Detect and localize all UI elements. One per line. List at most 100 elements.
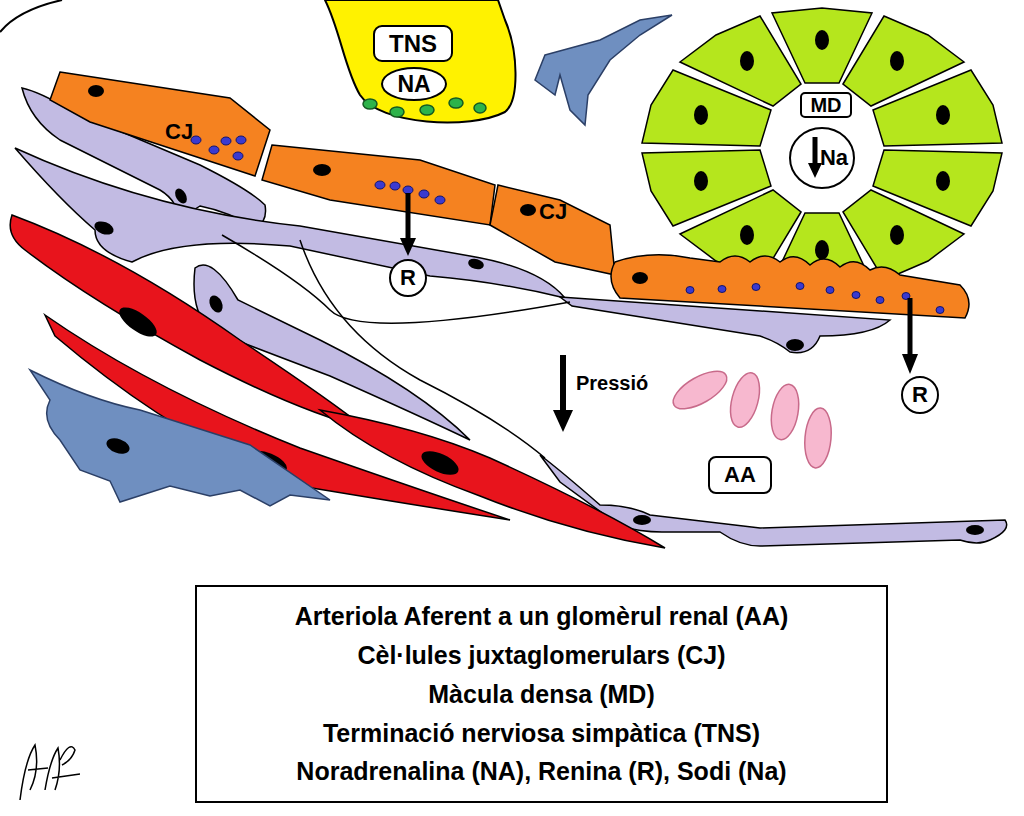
- nucleus: [313, 164, 331, 176]
- nucleus: [936, 171, 950, 191]
- key-line: Màcula densa (MD): [428, 681, 654, 707]
- cell-label: CJ: [165, 121, 193, 143]
- granule: [375, 181, 385, 189]
- node-label: R: [912, 383, 928, 406]
- arrow-shaft: [560, 355, 566, 412]
- md-cell: [873, 70, 1002, 146]
- granule: [236, 136, 246, 144]
- juxtaglomerular-cell: [611, 255, 969, 318]
- granule: [221, 137, 231, 145]
- vesicle: [420, 105, 434, 115]
- granule: [796, 283, 804, 290]
- nucleus: [207, 293, 225, 314]
- nucleus: [815, 30, 829, 50]
- granule: [686, 287, 694, 294]
- tissue-outline: [0, 0, 62, 32]
- node-label: Na: [820, 146, 848, 169]
- label-circle: R: [901, 376, 939, 414]
- juxtaglomerular-cell: [262, 145, 495, 225]
- circle-shape: [790, 128, 854, 188]
- nucleus: [93, 219, 116, 237]
- node-label: AA: [724, 463, 756, 486]
- granule: [876, 297, 884, 304]
- nucleus: [115, 302, 161, 342]
- md-cell: [680, 16, 801, 106]
- juxtaglomerular-cell: [50, 72, 270, 176]
- granule: [902, 293, 910, 300]
- arrow-head: [902, 354, 918, 374]
- key-line: Arteriola Aferent a un glomèrul renal (A…: [295, 603, 789, 629]
- nucleus: [740, 225, 754, 245]
- renin-granules: [191, 136, 944, 314]
- nucleus: [786, 339, 804, 351]
- nucleus: [173, 187, 190, 206]
- vesicle: [363, 99, 377, 109]
- red-blood-cell: [802, 407, 833, 469]
- arrow-shaft: [813, 137, 818, 165]
- circle-shape: [902, 377, 938, 413]
- nucleus: [104, 435, 131, 456]
- key-line: Terminació nerviosa simpàtica (TNS): [323, 720, 760, 746]
- nucleus: [740, 51, 754, 71]
- nucleus: [633, 515, 651, 525]
- circle-shape: [390, 260, 426, 296]
- node-label: MD: [810, 95, 841, 116]
- arrow-head: [808, 163, 822, 178]
- granule: [852, 292, 860, 299]
- key-box: Arteriola Aferent a un glomèrul renal (A…: [195, 585, 888, 803]
- granule: [419, 190, 429, 198]
- granule: [233, 152, 243, 160]
- granule: [826, 287, 834, 294]
- red-blood-cell: [767, 382, 802, 442]
- signature-mark: [20, 745, 80, 800]
- nucleus: [890, 51, 904, 71]
- cell-label: CJ: [539, 201, 567, 223]
- lumen-line: [300, 240, 545, 458]
- red-blood-cell: [668, 364, 733, 417]
- macula-densa-cells: [642, 8, 1002, 288]
- granule: [435, 196, 445, 204]
- nucleus: [520, 204, 536, 216]
- label-box: TNS: [373, 25, 453, 62]
- nucleus: [936, 105, 950, 125]
- nerve-terminal: [325, 0, 516, 122]
- nucleus: [418, 446, 462, 479]
- label-circle: R: [389, 259, 427, 297]
- pressure-label: Pressió: [576, 373, 648, 393]
- granule: [403, 186, 413, 194]
- label-circle: NA: [381, 67, 447, 101]
- circle-shape: [382, 68, 446, 100]
- md-cell: [642, 150, 771, 226]
- nucleus: [632, 272, 648, 284]
- granule: [718, 286, 726, 293]
- juxtaglomerular-cell: [490, 185, 615, 275]
- nucleus: [966, 525, 984, 535]
- red-blood-cell: [725, 370, 765, 431]
- interstitial-cell: [30, 370, 330, 506]
- nucleus: [88, 85, 104, 97]
- smooth-muscle-cell: [320, 410, 665, 548]
- nucleus: [694, 171, 708, 191]
- label-box: AA: [708, 456, 772, 494]
- granule: [390, 182, 400, 190]
- granule: [936, 307, 944, 314]
- lumen-line: [222, 235, 570, 323]
- vesicle: [449, 98, 463, 108]
- arrow-head: [400, 238, 416, 256]
- key-line: Noradrenalina (NA), Renina (R), Sodi (Na…: [296, 758, 786, 784]
- node-label: TNS: [389, 31, 437, 56]
- arrow-head: [553, 410, 573, 432]
- node-label: R: [400, 266, 416, 289]
- nucleus: [694, 105, 708, 125]
- vesicle: [390, 107, 404, 117]
- granule: [752, 284, 760, 291]
- nucleus: [467, 257, 485, 271]
- label-circle: Na: [789, 127, 855, 189]
- nucleus: [890, 225, 904, 245]
- vesicle: [474, 103, 486, 113]
- key-line: Cèl·lules juxtaglomerulars (CJ): [357, 642, 725, 668]
- arrow-shaft: [406, 193, 411, 240]
